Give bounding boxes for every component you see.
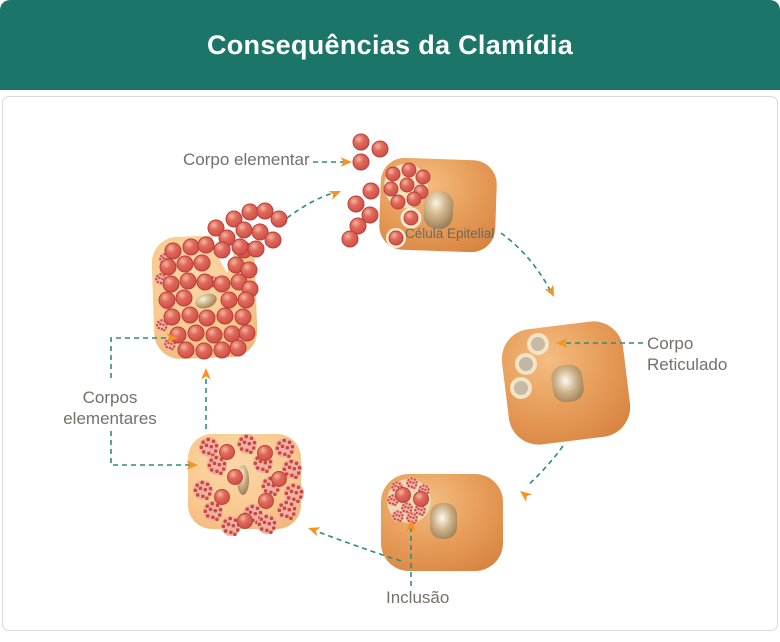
label-corpo-elementar: Corpo elementar [183, 150, 310, 169]
reticulate-bodies [214, 444, 287, 529]
arrow-epithelial-to-reticulate [500, 232, 559, 300]
ringed-elementary-bodies [386, 207, 422, 248]
arrow-multiplication-to-burst [201, 368, 211, 429]
arrow-corpos-elementares-bottom [110, 431, 198, 470]
arrow-corpos-elementares-top [110, 333, 178, 378]
cell-burst-release [151, 202, 288, 360]
reticulate-bodies [510, 333, 549, 399]
diagram-panel: Corpo elementar Célula Epitelial Corpo R… [2, 96, 778, 631]
elementary-bodies-inclusion [383, 162, 431, 210]
label-corpo-reticulado-line2: Reticulado [647, 355, 728, 374]
elementary-bodies-free [341, 133, 389, 248]
label-corpo-reticulado-line1: Corpo [647, 334, 694, 353]
label-corpos-elementares: Corpos elementares [50, 387, 170, 429]
nucleus [551, 364, 584, 403]
arrow-corpo-reticulado [556, 338, 643, 348]
cell-reticulate [501, 321, 631, 445]
nucleus [195, 293, 217, 309]
label-corpos-elementares-line1: Corpos [82, 388, 138, 407]
cell-inclusion [381, 474, 503, 571]
reticulate-body [395, 487, 411, 503]
reticulate-body [413, 491, 429, 507]
arrow-release-to-entry [286, 186, 343, 219]
header-banner: Consequências da Clamídia [0, 0, 780, 90]
elementary-bodies-stream [207, 202, 288, 259]
arrow-reticulate-to-inclusion [517, 445, 564, 502]
page-title: Consequências da Clamídia [206, 29, 574, 60]
arrow-inclusion-to-multiplication [306, 523, 402, 562]
cycle-arrows [110, 157, 643, 586]
nucleus [430, 503, 457, 539]
cell-epithelial [379, 157, 497, 253]
cell-multiplication [188, 434, 304, 536]
label-celula-epitelial: Célula Epitelial [405, 226, 495, 241]
arrow-inclusao [406, 520, 416, 586]
label-inclusao: Inclusão [386, 588, 450, 607]
label-corpos-elementares-line2: elementares [63, 409, 157, 428]
arrow-corpo-elementar [313, 157, 352, 167]
nucleus [423, 190, 454, 230]
label-corpo-reticulado: Corpo Reticulado [647, 333, 727, 375]
chlamydia-lifecycle-diagram [110, 133, 643, 586]
